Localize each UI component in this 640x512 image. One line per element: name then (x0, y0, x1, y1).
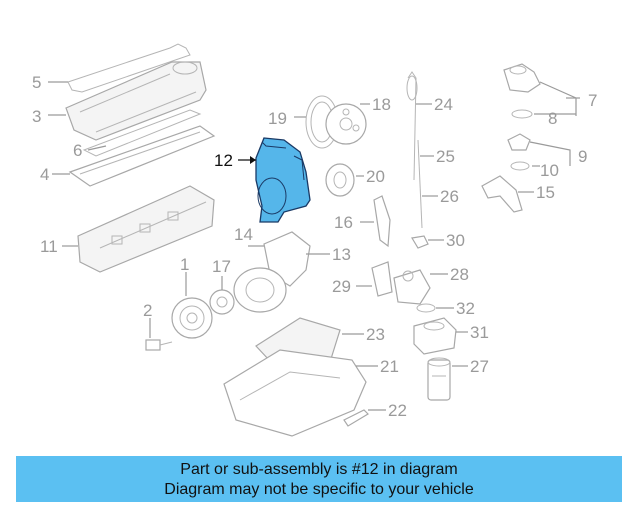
part-22-sealant (343, 409, 386, 427)
label-29: 29 (332, 277, 351, 296)
label-26: 26 (440, 187, 459, 206)
label-14: 14 (234, 225, 253, 244)
part-12-timing-cover (238, 137, 311, 223)
label-6: 6 (73, 141, 82, 160)
label-2: 2 (143, 301, 152, 320)
label-28: 28 (450, 265, 469, 284)
part-17-crank-gear (209, 276, 235, 315)
part-2-bolt (145, 318, 173, 351)
part-6-gasket (82, 109, 202, 157)
label-15: 15 (536, 183, 555, 202)
part-8-seal (511, 97, 580, 119)
part-9-cap (507, 133, 571, 166)
banner-line-1: Part or sub-assembly is #12 in diagram (180, 461, 458, 478)
label-9: 9 (578, 147, 587, 166)
label-10: 10 (540, 161, 559, 180)
label-27: 27 (470, 357, 489, 376)
part-20-sprocket (325, 163, 364, 197)
part-1-crank-pulley (171, 272, 213, 339)
label-24: 24 (434, 95, 453, 114)
label-5: 5 (32, 73, 41, 92)
info-banner: Part or sub-assembly is #12 in diagram D… (16, 456, 622, 502)
label-18: 18 (372, 95, 391, 114)
label-20: 20 (366, 167, 385, 186)
part-27-oil-filter (427, 357, 468, 401)
part-11-cylinder-head (62, 185, 215, 273)
label-8: 8 (548, 109, 557, 128)
part-30-plug (411, 235, 444, 249)
part-16-guide (360, 195, 391, 248)
part-5-gasket (48, 43, 191, 93)
label-12: 12 (214, 151, 233, 170)
part-3-valve-cover (48, 61, 207, 141)
part-24-dipstick (406, 71, 432, 181)
part-21-oil-pan (223, 349, 378, 437)
label-11: 11 (40, 237, 58, 256)
part-7-cap (503, 63, 577, 116)
label-16: 16 (334, 213, 353, 232)
part-18-camshaft-gear (325, 103, 370, 145)
label-17: 17 (212, 257, 231, 276)
label-21: 21 (380, 357, 399, 376)
label-19: 19 (268, 109, 287, 128)
part-29-bracket (356, 261, 393, 297)
part-15-bracket (481, 175, 534, 213)
label-30: 30 (446, 231, 465, 250)
part-25-tube (417, 139, 434, 229)
part-oil-pump (233, 267, 287, 313)
label-7: 7 (588, 91, 597, 110)
part-28-housing (393, 269, 448, 305)
label-25: 25 (436, 147, 455, 166)
parts-diagram: 5 3 6 4 11 12 (32, 43, 597, 437)
label-22: 22 (388, 401, 407, 420)
label-31: 31 (470, 323, 489, 342)
label-32: 32 (456, 299, 475, 318)
part-4-gasket (52, 125, 216, 187)
label-13: 13 (332, 245, 351, 264)
label-4: 4 (40, 165, 49, 184)
part-32-o-ring (416, 303, 454, 313)
label-23: 23 (366, 325, 385, 344)
banner-line-2: Diagram may not be specific to your vehi… (164, 481, 474, 498)
part-31-filter-head (413, 317, 468, 355)
part-10-seal (510, 161, 540, 171)
label-3: 3 (32, 107, 41, 126)
label-1: 1 (180, 255, 189, 274)
